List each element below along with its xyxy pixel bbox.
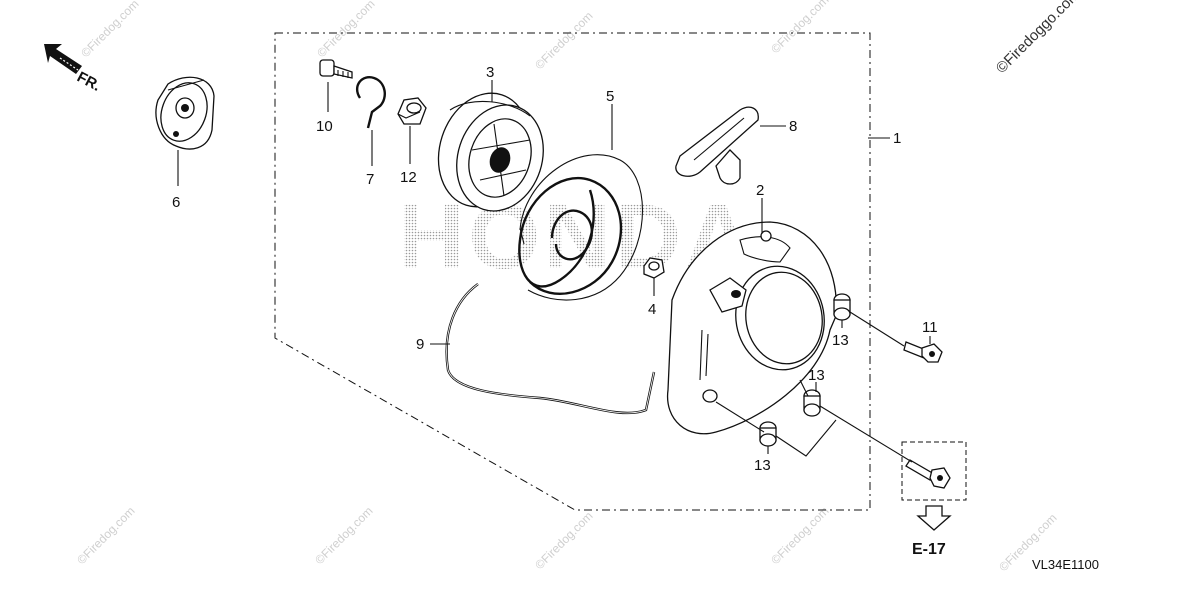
site-watermark: ©Firedog.com <box>78 0 141 60</box>
site-watermark: ©Firedog.com <box>314 0 377 60</box>
callout-12: 12 <box>400 169 417 186</box>
diagram-code: VL34E1100 <box>1032 557 1099 572</box>
part-3-reel <box>437 92 544 212</box>
callout-6: 6 <box>172 194 180 211</box>
part-5-spiral-spring <box>518 154 643 301</box>
callout-3: 3 <box>486 64 494 81</box>
part-2-starter-case <box>666 221 837 435</box>
leader-lines <box>177 80 931 463</box>
callout-10: 10 <box>316 118 333 135</box>
part-9-starter-rope <box>445 283 656 415</box>
reference-box <box>901 441 967 501</box>
site-watermark: ©Firedog.com <box>312 504 375 567</box>
part-10-bolt <box>319 59 353 79</box>
reference-arrow-icon <box>916 505 952 531</box>
part-7-spring-hook <box>355 76 386 129</box>
callout-2: 2 <box>756 182 764 199</box>
part-6-starter-pulley <box>155 76 215 150</box>
site-watermark: ©Firedog.com <box>768 0 831 56</box>
fr-label: FR. <box>74 69 103 95</box>
part-12-clip <box>397 97 427 125</box>
callout-1: 1 <box>893 130 901 147</box>
site-watermark: ©Firedog.com <box>532 509 595 572</box>
fr-arrow-icon <box>44 44 82 74</box>
callout-4: 4 <box>648 301 656 318</box>
site-watermark: ©Firedog.com <box>74 504 137 567</box>
corner-watermark: ©Firedoggo.com <box>993 0 1084 77</box>
part-13-spacer <box>759 421 777 447</box>
reference-label: E-17 <box>912 541 946 558</box>
callout-labels: 1 2 3 4 5 6 7 8 9 10 11 12 13 13 13 <box>172 64 938 474</box>
callout-7: 7 <box>366 171 374 188</box>
callout-5: 5 <box>606 88 614 105</box>
reference-bolt <box>905 459 951 489</box>
part-13-spacer <box>833 293 851 321</box>
part-11-flange-bolt <box>903 341 943 363</box>
callout-9: 9 <box>416 336 424 353</box>
part-4-nut <box>643 257 665 279</box>
assembly-boundary <box>274 32 871 511</box>
callout-8: 8 <box>789 118 797 135</box>
part-13-spacer <box>803 389 821 417</box>
site-watermark: ©Firedog.com <box>532 9 595 72</box>
part-8-starter-grip <box>675 106 759 185</box>
callout-11: 11 <box>922 319 938 336</box>
callout-13-middle: 13 <box>808 367 825 384</box>
callout-13-upper: 13 <box>832 332 849 349</box>
callout-13-lower: 13 <box>754 457 771 474</box>
site-watermark: ©Firedog.com <box>768 504 831 567</box>
